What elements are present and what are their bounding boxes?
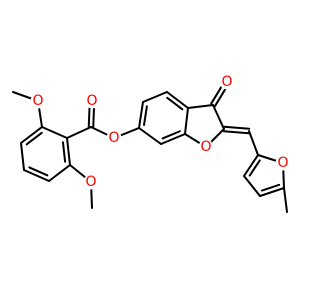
bond-b6-b5-second (143, 105, 148, 127)
atom-label-o_carbonyl: O (86, 93, 97, 109)
molecule-structure: O O O O O O O (12, 74, 291, 213)
bond-f5-me_right (283, 187, 288, 213)
atom-background-o_est (106, 130, 122, 146)
bond-b3a-c3 (187, 104, 214, 109)
atom-background-o_me1 (30, 93, 46, 109)
bond-a1-a2-second (25, 131, 43, 146)
bond-b5-b4 (142, 91, 168, 103)
bond-f2-f3-second (248, 159, 261, 177)
atom-label-o_furan: O (277, 155, 288, 171)
bond-c2-ch (222, 130, 250, 135)
bond-a5-a6-second (61, 141, 67, 163)
bond-b4-b3a (166, 91, 189, 109)
atom-background-o_furan (275, 155, 291, 171)
bond-f4-f5 (259, 187, 285, 197)
bond-b7a-b7-second (161, 130, 181, 140)
atom-label-o_keto: O (221, 74, 232, 90)
bond-f3-f4 (243, 175, 261, 197)
bond-f2-f3 (243, 154, 259, 177)
bond-c3-c2 (212, 104, 225, 130)
bond-a1-a2 (20, 126, 43, 144)
atom-background-o_me2 (83, 174, 99, 190)
atom-background-o_keto (219, 74, 235, 90)
atom-label-o_est: O (108, 130, 119, 146)
bond-layer (12, 79, 288, 213)
bond-b6-b5 (138, 101, 144, 129)
bond-a4-a5 (48, 164, 71, 182)
atom-label-o_me1: O (32, 93, 43, 109)
bond-a2-a3 (20, 142, 25, 171)
bond-a5-a6 (66, 137, 71, 166)
bond-a3-a4-second (28, 166, 49, 177)
atom-background-o_ring (198, 139, 214, 155)
bond-b4-b3a-second (166, 96, 184, 111)
bond-a6-c_est (66, 126, 92, 139)
bond-b7a-b7 (160, 133, 186, 145)
bond-f4-f5-second (260, 183, 281, 192)
bond-b3a-b7a (184, 107, 189, 135)
bond-a3-a4 (23, 169, 50, 182)
bond-c2-ch-second (223, 125, 251, 130)
bond-b7-b6 (138, 127, 162, 145)
bond-a6-a1 (41, 126, 68, 139)
atom-layer: O O O O O O O (30, 74, 291, 190)
bond-ch-f2 (248, 130, 259, 156)
atom-background-o_carbonyl (84, 93, 100, 109)
atom-label-o_me2: O (85, 174, 96, 190)
atom-label-o_ring: O (200, 139, 211, 155)
